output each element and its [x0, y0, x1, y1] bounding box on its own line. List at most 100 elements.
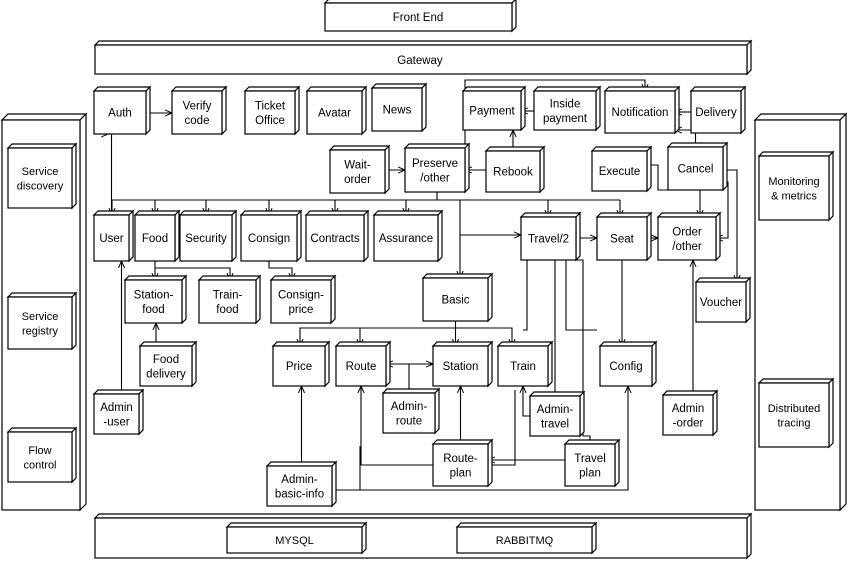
consign-price-service: Consign-price	[269, 274, 337, 325]
monitoring-metrics-box-label-line-2: & metrics	[771, 190, 817, 202]
consign-price-service-label-line-1: Consign-	[278, 289, 324, 301]
station-food-service-label-line-1: Station-	[134, 289, 174, 301]
inside-payment-service: Inside payment	[532, 85, 602, 132]
distributed-tracing-box-label-line-2: tracing	[777, 417, 810, 429]
verify-code-service-label-line-1: Verify	[183, 100, 212, 112]
execute-service: Execute	[590, 145, 653, 193]
connector-32	[300, 327, 456, 346]
food-service: Food	[133, 209, 181, 263]
consign-service: Consign	[239, 209, 303, 263]
config-service: Config	[598, 340, 658, 388]
admin-route-service-label-line-2: route	[396, 415, 422, 427]
rabbitmq-box: RABBITMQ	[455, 521, 598, 555]
order-service-label-line-1: Order	[672, 226, 702, 238]
admin-user-service-label-line-2: -user	[103, 416, 129, 428]
execute-service-label: Execute	[599, 166, 641, 178]
admin-travel-service: Admin-travel	[528, 390, 586, 438]
news-service-label: News	[383, 105, 412, 117]
flow-control-box-label-line-2: control	[23, 459, 56, 471]
train-food-service-label-line-2: food	[216, 304, 238, 316]
admin-basic-info-service-label-line-1: Admin-	[281, 474, 318, 486]
delivery-service-label: Delivery	[695, 107, 737, 119]
train-food-service-label-line-1: Train-	[213, 289, 243, 301]
gateway-layer: Gateway	[93, 39, 753, 76]
service-discovery-box-label-line-2: discovery	[17, 180, 64, 192]
front-end-label: Front End	[393, 12, 444, 24]
avatar-service-label: Avatar	[318, 108, 351, 120]
assurance-service: Assurance	[372, 209, 444, 263]
avatar-service: Avatar	[305, 85, 368, 136]
admin-order-service: Admin-order	[661, 389, 719, 437]
connector-layer	[108, 79, 737, 491]
voucher-service-label: Voucher	[700, 297, 742, 309]
admin-basic-info-service-label-line-2: basic-info	[275, 488, 324, 500]
connector-50	[332, 386, 628, 491]
route-plan-service-label-line-2: plan	[450, 467, 472, 479]
ticket-office-service-label-line-2: Office	[255, 115, 285, 127]
payment-service: Payment	[461, 85, 527, 132]
front-end-layer: Front End	[323, 0, 517, 33]
admin-user-service: Admin-user	[92, 388, 145, 436]
preserve-service-label-line-1: Preserve	[412, 158, 458, 170]
station-service-label: Station	[443, 361, 479, 373]
connector-9	[723, 169, 737, 282]
preserve-service-label-line-2: /other	[420, 172, 450, 184]
admin-travel-service-label-line-2: travel	[541, 418, 569, 430]
order-service: Order/other	[656, 211, 722, 262]
food-service-label: Food	[142, 233, 168, 245]
travel2-service-label: Travel/2	[528, 234, 569, 246]
order-service-label-line-2: /other	[672, 241, 702, 253]
ticket-office-service-label-line-1: Ticket	[255, 100, 286, 112]
train-service-label: Train	[510, 361, 536, 373]
travel-plan-service-label-line-2: plan	[579, 467, 601, 479]
user-service-label: User	[99, 233, 123, 245]
flow-control-box-label-line-1: Flow	[28, 445, 51, 457]
delivery-service: Delivery	[689, 85, 747, 135]
mysql-box: MYSQL	[225, 521, 368, 555]
distributed-tracing-box: Distributed tracing	[757, 377, 835, 449]
voucher-service: Voucher	[694, 276, 752, 324]
seat-service: Seat	[595, 211, 653, 262]
assurance-service-label: Assurance	[379, 233, 433, 245]
seat-service-label: Seat	[610, 234, 634, 246]
auth-service-label: Auth	[108, 108, 132, 120]
rebook-service: Rebook	[484, 145, 546, 194]
contracts-service-label: Contracts	[310, 233, 359, 245]
connector-37	[523, 260, 528, 331]
connector-38	[565, 260, 597, 331]
admin-route-service: Admin-route	[381, 387, 441, 435]
admin-order-service-label-line-2: -order	[673, 417, 704, 429]
monitoring-metrics-box: Monitoring & metrics	[757, 150, 835, 222]
inside-payment-service-label-line-1: Inside	[550, 98, 581, 110]
route-service-label: Route	[346, 361, 377, 373]
connector-45	[361, 386, 433, 466]
distributed-tracing-box-label-line-1: Distributed	[768, 403, 821, 415]
gateway-label: Gateway	[397, 55, 443, 67]
train-food-service: Train-food	[197, 274, 262, 325]
admin-travel-service-label-line-1: Admin-	[537, 404, 574, 416]
price-service-label: Price	[286, 361, 312, 373]
wait-order-service-label-line-2: order	[344, 174, 371, 186]
consign-price-service-label-line-2: price	[289, 304, 314, 316]
connector-26	[108, 134, 112, 215]
auth-service: Auth	[92, 85, 152, 136]
travel-plan-service: Travel plan	[563, 438, 621, 488]
config-service-label: Config	[609, 361, 642, 373]
consign-service-label: Consign	[248, 233, 290, 245]
inside-payment-service-label-line-2: payment	[543, 113, 588, 125]
connector-33	[455, 327, 513, 346]
route-plan-service: Route-plan	[431, 438, 494, 488]
notification-service: Notification	[603, 85, 681, 135]
travel-plan-service-label-line-1: Travel	[574, 453, 606, 465]
monitoring-metrics-box-label-line-1: Monitoring	[768, 176, 819, 188]
cancel-service: Cancel	[666, 141, 729, 192]
admin-basic-info-service: Admin-basic-info	[265, 460, 338, 508]
rabbitmq-box-label: RABBITMQ	[496, 535, 554, 547]
